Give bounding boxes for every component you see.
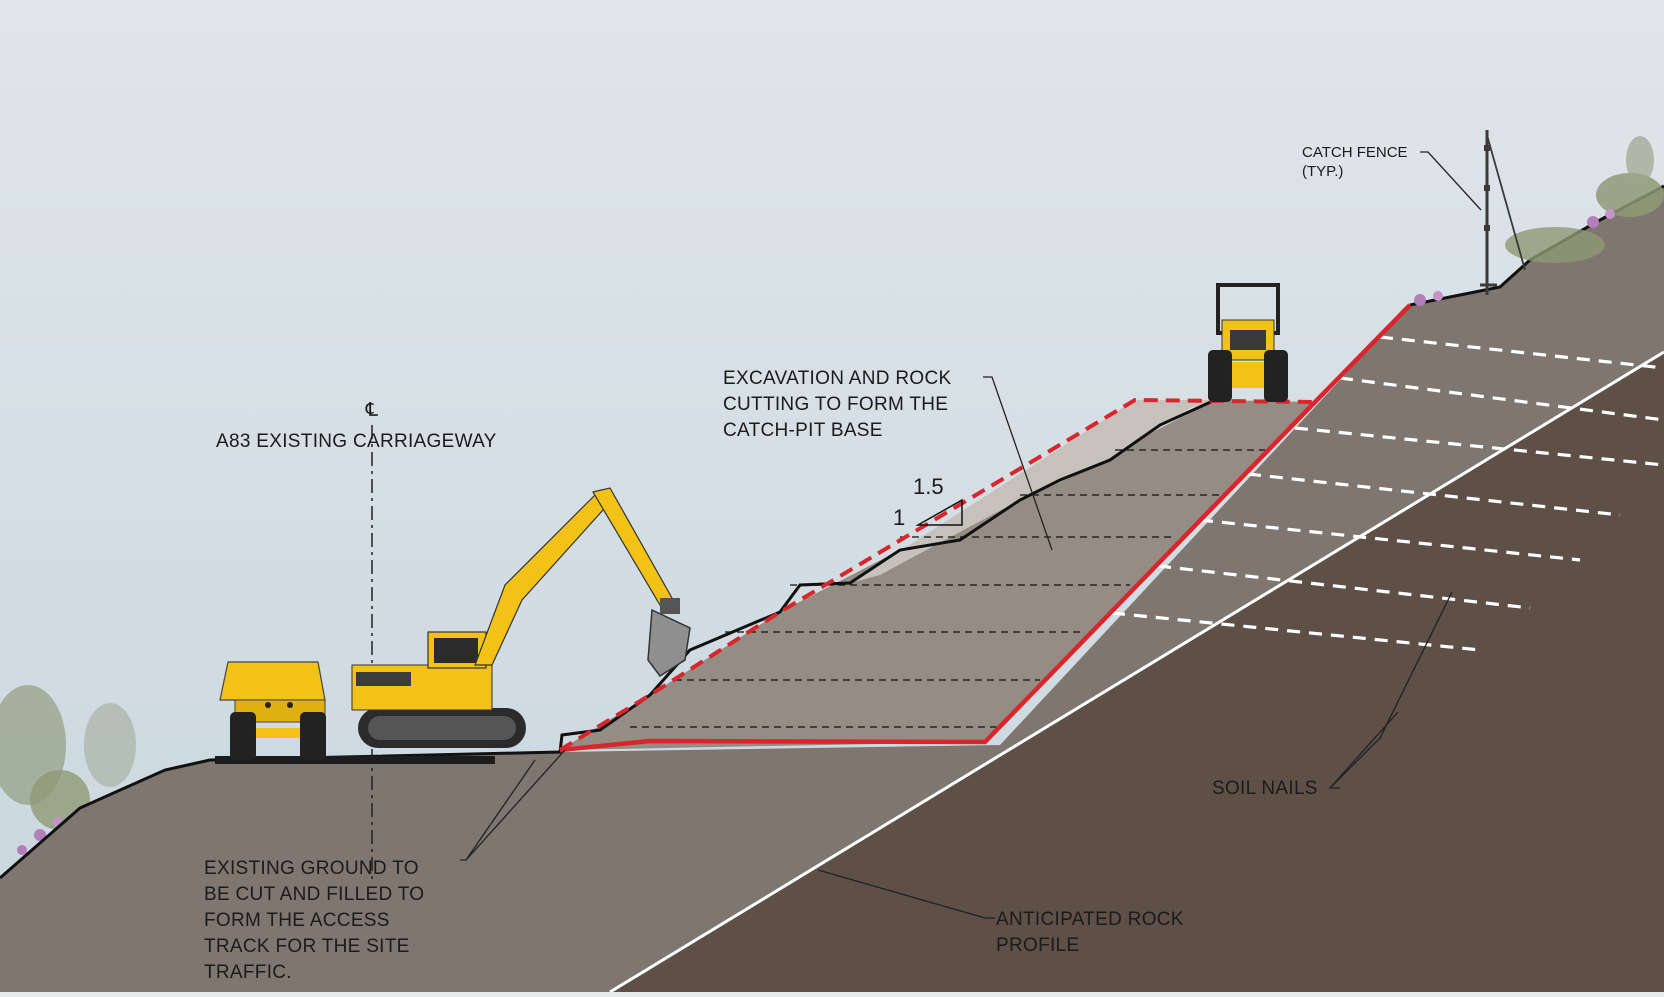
- existing-ground-label-line1: EXISTING GROUND TO: [204, 858, 419, 879]
- excavator-icon: [351, 487, 691, 748]
- centerline-symbol: ℄: [365, 400, 379, 421]
- slope-ratio-vertical: 1: [893, 505, 905, 530]
- catch-fence-label-line1: CATCH FENCE: [1302, 144, 1408, 161]
- slope-ratio-horizontal: 1.5: [913, 474, 944, 499]
- excavation-label-line1: EXCAVATION AND ROCK: [723, 368, 951, 389]
- existing-ground-label-line2: BE CUT AND FILLED TO: [204, 884, 424, 905]
- carriageway-label: A83 EXISTING CARRIAGEWAY: [216, 431, 497, 452]
- excavation-label-line2: CUTTING TO FORM THE: [723, 394, 948, 415]
- rock-profile-label-line1: ANTICIPATED ROCK: [996, 909, 1184, 930]
- soil-nails-label: SOIL NAILS: [1212, 778, 1318, 799]
- catch-fence-label-line2: (TYP.): [1302, 163, 1343, 180]
- dumper-truck-icon: [219, 661, 326, 760]
- proposed-excavation-outline: [559, 303, 1412, 753]
- rock-profile-label-line2: PROFILE: [996, 935, 1079, 956]
- proposed-slope-dashed: [558, 397, 1316, 752]
- upper-vegetation: [1414, 136, 1664, 306]
- leader-lines: [460, 151, 1482, 919]
- slope-ratio-triangle: [915, 498, 963, 526]
- loader-icon: [1208, 283, 1288, 402]
- carriageway-surface: [215, 756, 495, 764]
- anticipated-rock-profile: [609, 350, 1664, 994]
- existing-ground-label-line5: TRAFFIC.: [204, 962, 292, 983]
- excavation-zone: [560, 400, 1315, 750]
- existing-ground-label-line4: TRACK FOR THE SITE: [204, 936, 410, 957]
- existing-ground-line: [0, 398, 1216, 880]
- excavation-label-line3: CATCH-PIT BASE: [723, 420, 883, 441]
- catch-fence: [1480, 130, 1526, 295]
- existing-ground-label-line3: FORM THE ACCESS: [204, 910, 390, 931]
- soil-nails: [1111, 335, 1664, 652]
- excavation-level-lines: [630, 449, 1265, 728]
